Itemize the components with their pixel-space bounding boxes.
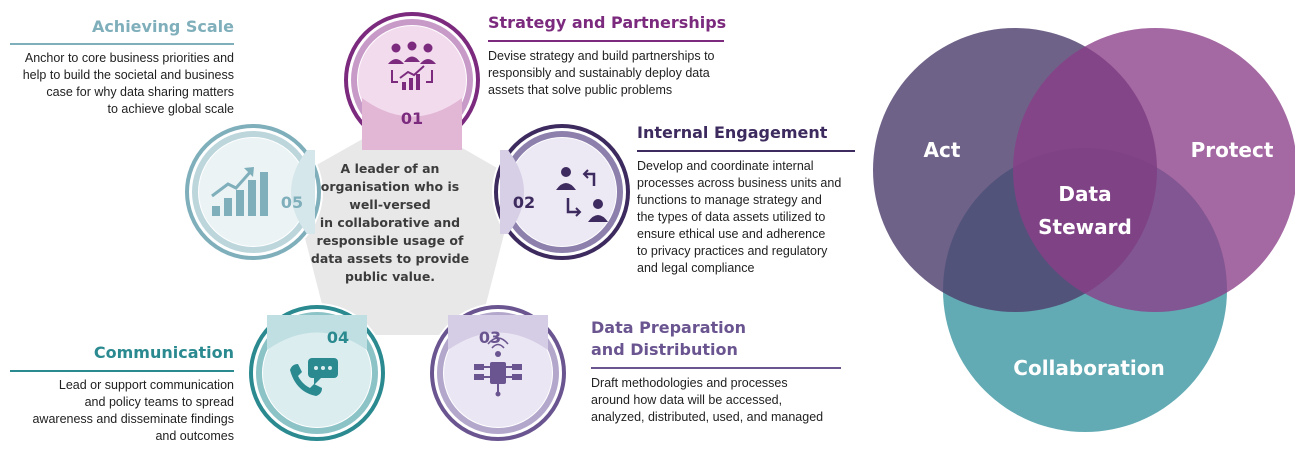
venn-protect-label: Protect	[1191, 138, 1274, 162]
data-network-icon	[474, 337, 522, 397]
people-growth-chart-icon	[388, 41, 436, 90]
description-line: to achieve global scale	[107, 102, 234, 116]
description-line: ensure ethical use and adherence	[637, 227, 826, 241]
description-line: functions to manage strategy and	[637, 193, 822, 207]
description-line: responsibly and sustainably deploy data	[488, 66, 710, 80]
description-line: Draft methodologies and processes	[591, 376, 788, 390]
description-line: Devise strategy and build partnerships t…	[488, 49, 715, 63]
segment-02-circle: 02	[492, 122, 632, 262]
internal-engagement-description: Develop and coordinate internal processe…	[637, 158, 841, 277]
description-line: and legal compliance	[637, 261, 755, 275]
center-statement-line: responsible usage of	[316, 233, 464, 248]
strategy-title: Strategy and Partnerships	[488, 13, 727, 32]
center-pentagon	[290, 115, 518, 335]
description-line: and policy teams to spread	[84, 395, 234, 409]
venn-act-label: Act	[924, 138, 961, 162]
communication-title: Communication	[93, 343, 234, 362]
description-line: help to build the societal and business	[22, 68, 234, 82]
description-line: around how data will be accessed,	[591, 393, 783, 407]
description-line: the types of data assets utilized to	[637, 210, 826, 224]
center-statement-line: in collaborative and	[319, 215, 461, 230]
description-line: Lead or support communication	[58, 378, 234, 392]
segment-05-circle: 05	[183, 122, 323, 262]
strategy-rule	[488, 40, 724, 42]
achieving-scale-rule	[10, 43, 234, 45]
description-line: assets that solve public problems	[488, 83, 673, 97]
segment-03-circle: 03	[428, 303, 568, 443]
description-line: processes across business units and	[637, 176, 842, 190]
segment-01-circle: 01	[342, 10, 482, 150]
description-line: awareness and disseminate findings	[32, 412, 234, 426]
segment-04-number: 04	[327, 328, 349, 347]
segment-03-number: 03	[479, 328, 501, 347]
description-line: to privacy practices and regulatory	[637, 244, 828, 258]
data-preparation-title-line1: Data Preparation	[591, 318, 747, 337]
segment-05-number: 05	[281, 193, 303, 212]
venn-protect-circle	[1013, 28, 1295, 312]
center-statement-line: A leader of an	[340, 161, 440, 176]
description-line: and outcomes	[155, 429, 234, 443]
segment-04-circle: 04	[247, 303, 387, 443]
communication-rule	[10, 370, 234, 372]
achieving-scale-title: Achieving Scale	[91, 17, 234, 36]
two-people-exchange-icon	[556, 167, 608, 222]
venn-center-label-line1: Data	[1058, 182, 1111, 206]
internal-engagement-rule	[637, 150, 855, 152]
description-line: Develop and coordinate internal	[637, 159, 814, 173]
center-statement-line: organisation who is	[320, 179, 460, 194]
internal-engagement-title: Internal Engagement	[637, 123, 828, 142]
center-statement: A leader of an organisation who is well-…	[300, 160, 480, 286]
data-preparation-description: Draft methodologies and processes around…	[591, 375, 823, 426]
description-line: analyzed, distributed, used, and managed	[591, 410, 824, 424]
segment-02-number: 02	[513, 193, 535, 212]
description-line: case for why data sharing matters	[46, 85, 234, 99]
venn-collaboration-label: Collaboration	[1013, 356, 1164, 380]
strategy-description: Devise strategy and build partnerships t…	[488, 48, 715, 99]
data-preparation-rule	[591, 367, 841, 369]
bar-chart-growth-icon	[211, 167, 268, 216]
phone-chat-icon	[290, 358, 338, 396]
communication-description: Lead or support communication and policy…	[4, 377, 234, 445]
venn-center-label-line2: Steward	[1038, 215, 1132, 239]
segment-01-number: 01	[401, 109, 423, 128]
achieving-scale-description: Anchor to core business priorities and h…	[4, 50, 234, 118]
data-preparation-title-line2: and Distribution	[591, 340, 738, 359]
description-line: Anchor to core business priorities and	[24, 51, 234, 65]
center-statement-line: well-versed	[349, 197, 431, 212]
center-statement-line: data assets to provide	[310, 251, 470, 266]
venn-diagram: Act Protect Collaboration Data Steward	[873, 28, 1295, 432]
center-statement-line: public value.	[344, 269, 436, 284]
